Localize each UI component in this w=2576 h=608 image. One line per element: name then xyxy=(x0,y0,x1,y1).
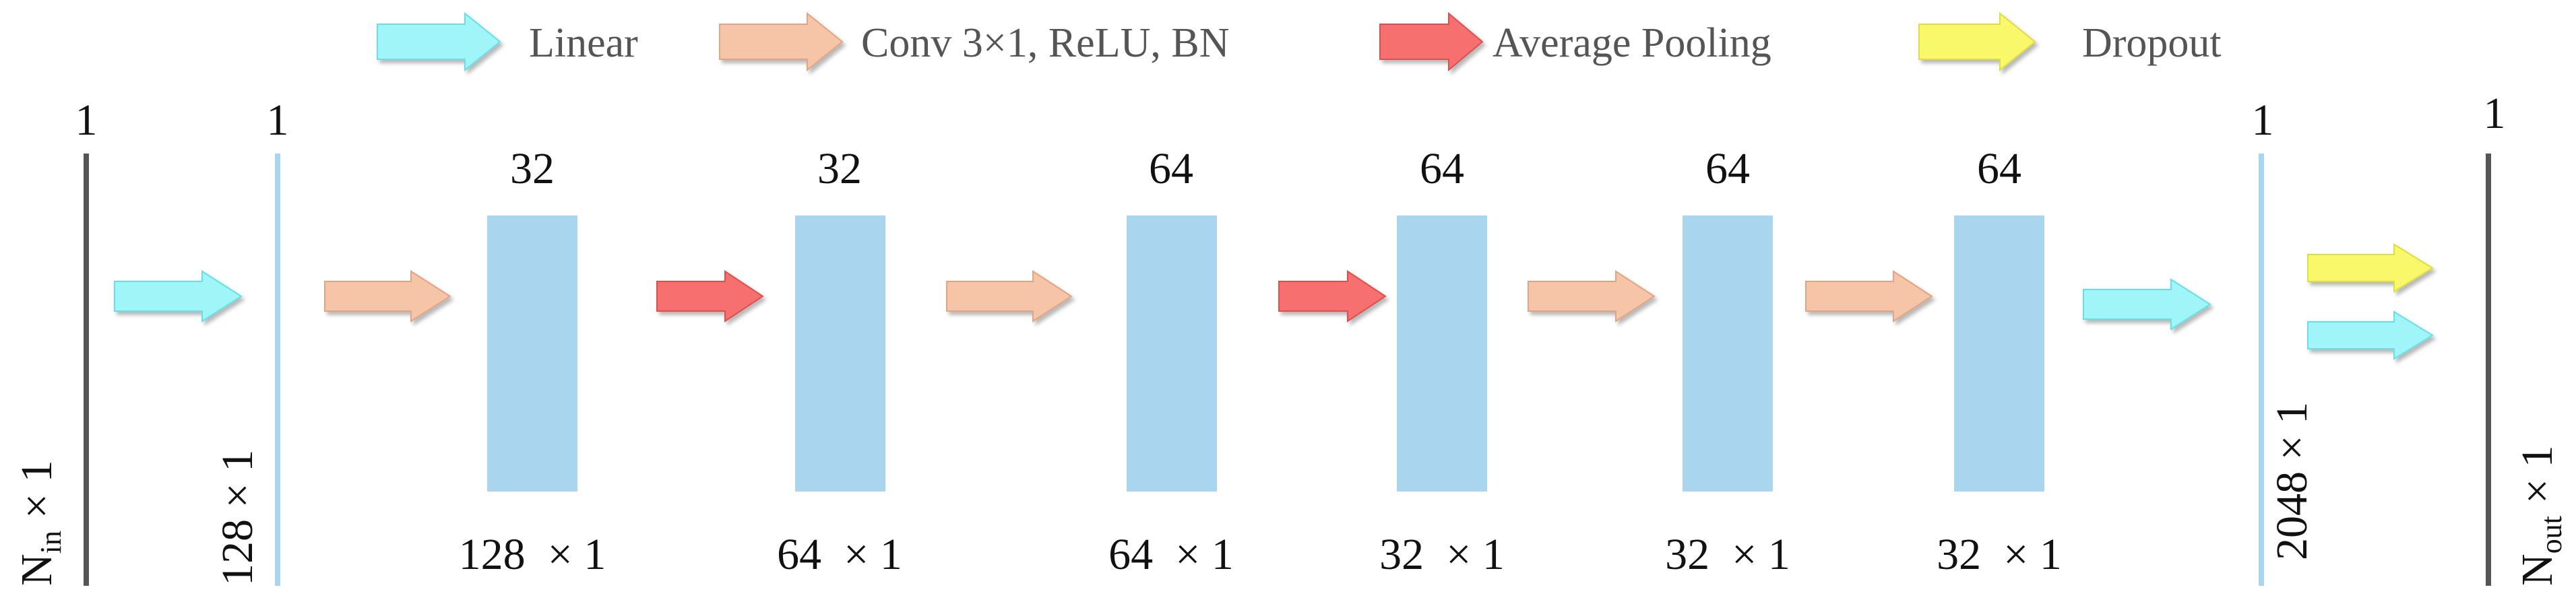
output-side-label: Nout× 1 xyxy=(2513,445,2568,586)
legend-label-conv: Conv 3×1, ReLU, BN xyxy=(861,20,1229,66)
block-dim-label: 64 × 1 xyxy=(1108,530,1234,579)
legend-item-avg-pooling: Average Pooling xyxy=(1379,11,1771,72)
feature-block xyxy=(1397,215,1487,492)
conv-arrow-icon xyxy=(324,270,451,323)
legend-label-dropout: Dropout xyxy=(2082,20,2222,66)
legend-label-linear: Linear xyxy=(529,20,638,66)
avg-pooling-arrow-icon xyxy=(1379,11,1484,72)
input-bar xyxy=(84,154,89,586)
block-channels-label: 64 xyxy=(1149,144,1193,193)
feature-block xyxy=(1683,215,1773,492)
flow-arrows xyxy=(114,243,2434,360)
block-channels-label: 32 xyxy=(817,144,862,193)
output-bar xyxy=(2486,154,2491,586)
embedding-top-label: 1 xyxy=(267,96,289,145)
linear-arrow-icon xyxy=(2307,310,2434,360)
dropout-arrow-icon xyxy=(2307,243,2434,293)
legend-item-linear: Linear xyxy=(377,11,638,72)
avg-pooling-arrow-icon xyxy=(656,270,764,323)
conv-block: 64 32 × 1 xyxy=(1937,144,2062,579)
output-vector: 1 Nout× 1 xyxy=(2484,89,2568,586)
block-dim-label: 128 × 1 xyxy=(459,530,606,579)
feature-bar xyxy=(2259,154,2264,586)
conv-block: 64 64 × 1 xyxy=(1108,144,1234,579)
legend-item-dropout: Dropout xyxy=(1918,11,2222,72)
feature-block xyxy=(487,215,577,492)
block-channels-label: 32 xyxy=(510,144,555,193)
dropout-arrow-icon xyxy=(1918,11,2036,72)
conv-block: 64 32 × 1 xyxy=(1379,144,1505,579)
conv-block: 32 128 × 1 xyxy=(459,144,606,579)
feature-block xyxy=(1954,215,2044,492)
linear-arrow-icon xyxy=(377,11,501,72)
linear-arrow-icon xyxy=(2083,278,2211,331)
input-top-label: 1 xyxy=(75,96,98,145)
conv-arrow-icon xyxy=(719,11,844,72)
conv-arrow-icon xyxy=(1805,270,1933,323)
feature-vector: 1 2048 × 1 xyxy=(2252,96,2317,586)
conv-arrow-icon xyxy=(1528,270,1656,323)
conv-arrow-icon xyxy=(946,270,1073,323)
block-dim-label: 32 × 1 xyxy=(1937,530,2062,579)
feature-block xyxy=(1127,215,1217,492)
legend-label-avg-pooling: Average Pooling xyxy=(1493,20,1771,66)
block-channels-label: 64 xyxy=(1705,144,1750,193)
block-dim-label: 64 × 1 xyxy=(777,530,902,579)
feature-top-label: 1 xyxy=(2252,96,2274,145)
output-top-label: 1 xyxy=(2484,89,2506,138)
input-side-label: Nin× 1 xyxy=(12,460,67,586)
block-dim-label: 32 × 1 xyxy=(1379,530,1505,579)
embedding-vector: 1 128 × 1 xyxy=(213,96,289,586)
block-channels-label: 64 xyxy=(1420,144,1464,193)
legend-item-conv: Conv 3×1, ReLU, BN xyxy=(719,11,1229,72)
conv-blocks: 32 128 × 1 32 64 × 1 64 64 × 1 64 32 × 1… xyxy=(459,144,2062,579)
embedding-bar xyxy=(275,154,280,586)
conv-block: 64 32 × 1 xyxy=(1665,144,1790,579)
conv-block: 32 64 × 1 xyxy=(777,144,902,579)
block-channels-label: 64 xyxy=(1977,144,2021,193)
block-dim-label: 32 × 1 xyxy=(1665,530,1790,579)
embedding-side-label: 128 × 1 xyxy=(213,450,262,586)
feature-side-label: 2048 × 1 xyxy=(2267,402,2317,560)
linear-arrow-icon xyxy=(114,270,243,323)
feature-block xyxy=(795,215,885,492)
input-vector: 1 Nin× 1 xyxy=(12,96,98,586)
legend: Linear Conv 3×1, ReLU, BN Average Poolin… xyxy=(377,11,2222,72)
avg-pooling-arrow-icon xyxy=(1278,270,1387,323)
